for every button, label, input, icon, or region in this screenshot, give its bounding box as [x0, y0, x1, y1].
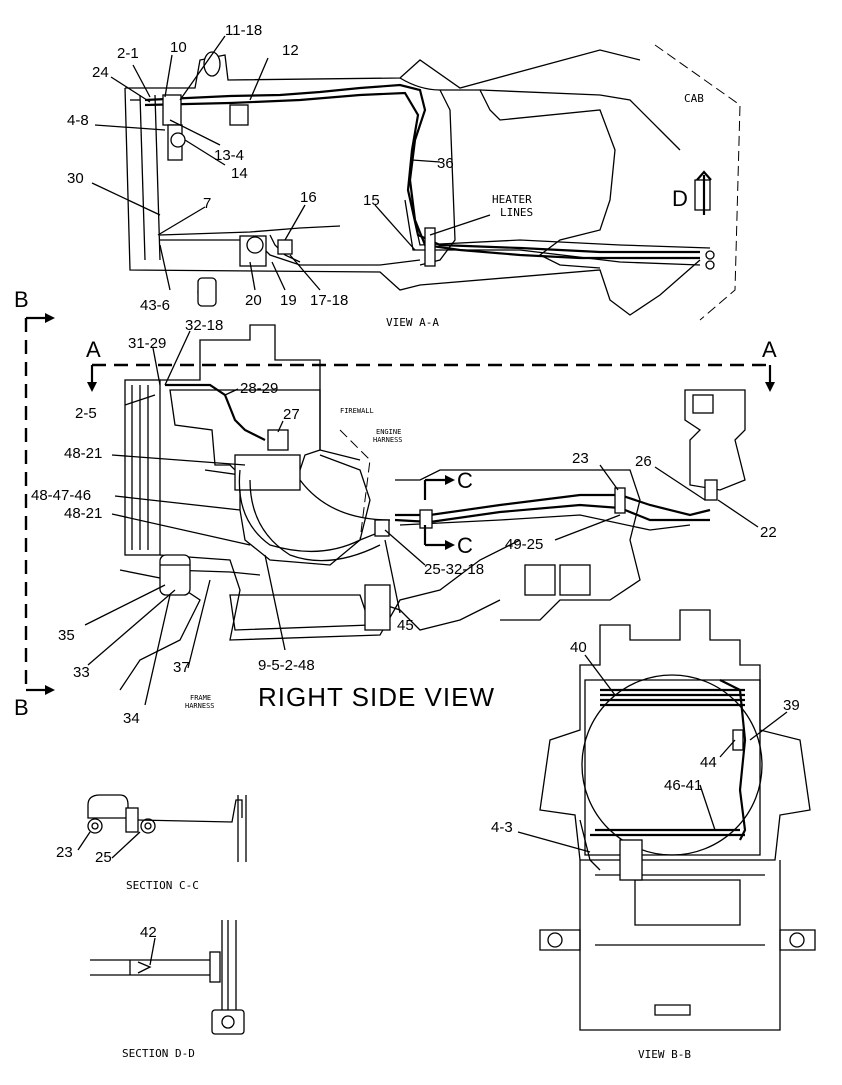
callout-46-41: 46-41 [664, 777, 702, 794]
callout-10: 10 [170, 39, 187, 56]
section-marker-c-bottom: C [457, 533, 473, 558]
callout-44: 44 [700, 754, 717, 771]
callout-16: 16 [300, 189, 317, 206]
callout-24: 24 [92, 64, 109, 81]
label-firewall: FIREWALL [340, 407, 374, 415]
callout-12: 12 [282, 42, 299, 59]
section-c-c-drawing: 23 25 SECTION C-C [56, 794, 247, 892]
label-engine-harness: HARNESS [373, 436, 403, 444]
callout-15: 15 [363, 192, 380, 209]
section-marker-d: D [672, 186, 688, 211]
callout-35: 35 [58, 627, 75, 644]
view-b-b-caption: VIEW B-B [638, 1048, 691, 1061]
right-side-view-drawing: C C 31-29 32-18 2-5 28-29 27 FIREWALL EN… [31, 317, 777, 727]
label-frame: FRAME [190, 694, 211, 702]
section-c-c-caption: SECTION C-C [126, 879, 199, 892]
section-c-callout-23: 23 [56, 844, 73, 861]
callout-32-18: 32-18 [185, 317, 223, 334]
callout-27: 27 [283, 406, 300, 423]
callout-19: 19 [280, 292, 297, 309]
section-marker-c-top: C [457, 468, 473, 493]
callout-33: 33 [73, 664, 90, 681]
callout-31-29: 31-29 [128, 335, 166, 352]
section-marker-b-bottom: B [14, 695, 29, 720]
label-frame-harness: HARNESS [185, 702, 215, 710]
callout-14: 14 [231, 165, 248, 182]
section-c-callout-25: 25 [95, 849, 112, 866]
view-b-b-drawing: 40 39 44 46-41 4-3 VIEW B-B [491, 609, 816, 1061]
callout-2-1: 2-1 [117, 45, 139, 62]
section-marker-a-right: A [762, 337, 777, 362]
callout-4-8: 4-8 [67, 112, 89, 129]
callout-9-5-2-48: 9-5-2-48 [258, 657, 315, 674]
callout-26: 26 [635, 453, 652, 470]
section-d-d-drawing: 42 SECTION D-D [90, 920, 245, 1060]
callout-34: 34 [123, 710, 140, 727]
section-lines: A A B B [14, 287, 777, 720]
section-marker-b-top: B [14, 287, 29, 312]
callout-45: 45 [397, 617, 414, 634]
callout-40: 40 [570, 639, 587, 656]
callout-43-6: 43-6 [140, 297, 170, 314]
label-lines: LINES [500, 206, 533, 219]
callout-11-18: 11-18 [225, 22, 262, 39]
callout-36: 36 [437, 155, 454, 172]
label-cab: CAB [684, 92, 704, 105]
callout-7: 7 [203, 195, 211, 212]
section-d-d-caption: SECTION D-D [122, 1047, 195, 1060]
callout-20: 20 [245, 292, 262, 309]
callout-23: 23 [572, 450, 589, 467]
callout-22: 22 [760, 524, 777, 541]
callout-39: 39 [783, 697, 800, 714]
callout-37: 37 [173, 659, 190, 676]
callout-13-4: 13-4 [214, 147, 244, 164]
right-side-view-title: RIGHT SIDE VIEW [258, 682, 495, 712]
callout-4-3: 4-3 [491, 819, 513, 836]
view-a-a-caption: VIEW A-A [386, 316, 439, 329]
label-heater: HEATER [492, 193, 532, 206]
callout-2-5: 2-5 [75, 405, 97, 422]
section-marker-a-left: A [86, 337, 101, 362]
callout-30: 30 [67, 170, 84, 187]
callout-48-47-46: 48-47-46 [31, 487, 91, 504]
callout-28-29: 28-29 [240, 380, 278, 397]
callout-48-21-lower: 48-21 [64, 505, 102, 522]
label-engine: ENGINE [376, 428, 401, 436]
callout-49-25: 49-25 [505, 536, 543, 553]
callout-25-32-18: 25-32-18 [424, 561, 484, 578]
callout-48-21-upper: 48-21 [64, 445, 102, 462]
callout-17-18: 17-18 [310, 292, 348, 309]
section-d-callout-42: 42 [140, 924, 157, 941]
view-a-a-drawing: 2-1 10 11-18 12 24 4-8 13-4 14 36 30 7 1… [67, 22, 741, 329]
